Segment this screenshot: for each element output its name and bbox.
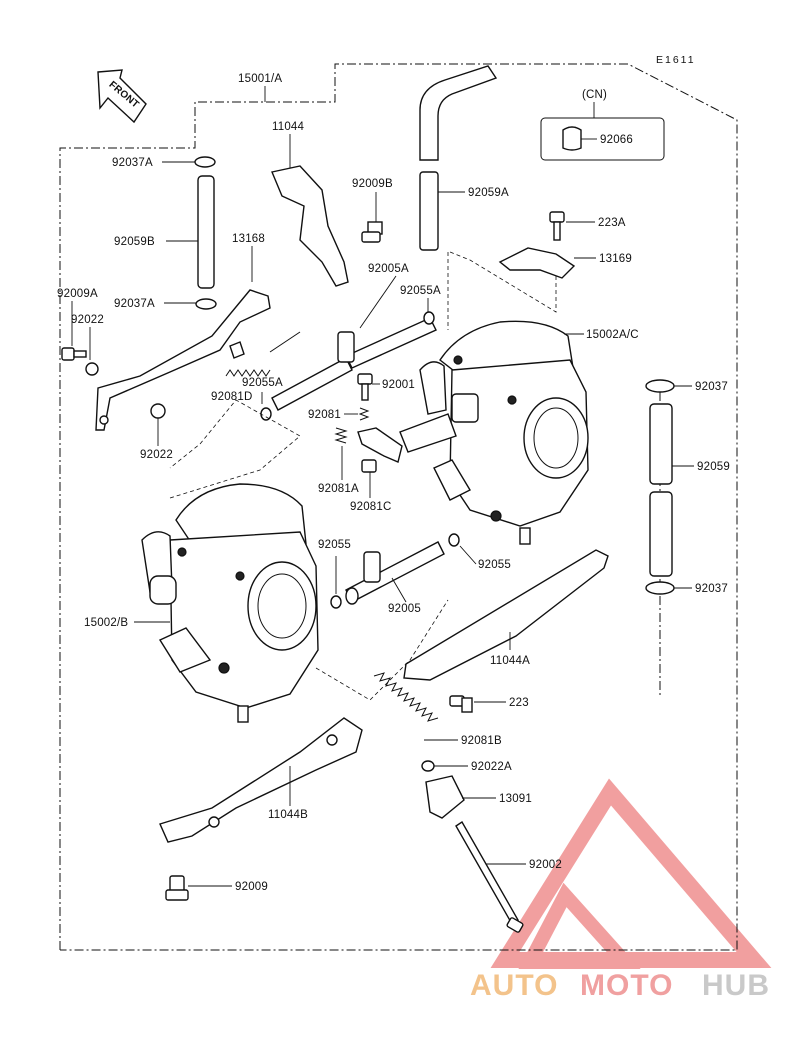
- label-92022-top: 92022: [71, 314, 104, 326]
- bracket-13169-icon: [498, 247, 576, 279]
- oring-92055-right-icon: [448, 533, 460, 547]
- screw-92002-icon: [455, 821, 524, 933]
- carburetor-left-15002B-icon: [141, 483, 319, 723]
- label-13168: 13168: [232, 233, 265, 245]
- label-92009: 92009: [235, 881, 268, 893]
- watermark-hub: HUB: [702, 969, 770, 1002]
- assembly-frame: [59, 63, 738, 951]
- label-92055A-mid: 92055A: [242, 377, 283, 389]
- screw-92009B-icon: [361, 221, 383, 243]
- screw-223A-icon: [549, 211, 565, 241]
- label-92037A-top: 92037A: [112, 157, 153, 169]
- label-92037A-mid: 92037A: [114, 298, 155, 310]
- label-92059B: 92059B: [114, 236, 155, 248]
- group-label-cn: (CN): [582, 89, 607, 101]
- front-arrow-icon: FRONT: [97, 69, 147, 124]
- bracket-11044-icon: [271, 165, 349, 287]
- oring-92055A-mid-icon: [260, 407, 272, 421]
- label-92066: 92066: [600, 134, 633, 146]
- fuel-pipe-92005A-icon: [271, 317, 437, 411]
- adjuster-plate-icon: [357, 427, 403, 463]
- label-92081C: 92081C: [350, 501, 391, 513]
- spring-92081A-icon: [334, 427, 348, 444]
- label-92005: 92005: [388, 603, 421, 615]
- clip-92037A-top-icon: [194, 156, 216, 168]
- spring-92081-icon: [358, 407, 370, 421]
- spring-92081B-icon: [373, 672, 439, 722]
- label-15002AC: 15002A/C: [586, 329, 639, 341]
- label-13091: 13091: [499, 793, 532, 805]
- label-92059: 92059: [697, 461, 730, 473]
- bolt-92009A-icon: [61, 347, 87, 361]
- screw-92081C-icon: [361, 459, 377, 473]
- label-15002B: 15002/B: [84, 617, 128, 629]
- screw-223-icon: [449, 695, 473, 713]
- washer-92022A-icon: [421, 760, 435, 772]
- label-92009A: 92009A: [57, 288, 98, 300]
- label-92055-left: 92055: [318, 539, 351, 551]
- carburetor-right-15002AC-icon: [399, 320, 589, 545]
- oring-92055-left-icon: [330, 595, 342, 609]
- watermark-moto: MOTO: [580, 969, 673, 1002]
- clip-92037-icon: [645, 379, 675, 393]
- label-223: 223: [509, 697, 529, 709]
- label-223A: 223A: [598, 217, 626, 229]
- label-92001: 92001: [382, 379, 415, 391]
- watermark-logo-icon: [490, 778, 772, 969]
- fuel-pipe-92005-icon: [345, 541, 445, 605]
- holder-13091-icon: [425, 775, 465, 819]
- clip-92037-low-icon: [645, 581, 675, 595]
- label-92037-low: 92037: [695, 583, 728, 595]
- cap-92066-icon: [562, 126, 582, 151]
- label-92005A: 92005A: [368, 263, 409, 275]
- bracket-11044A-icon: [403, 549, 609, 681]
- label-13169: 13169: [599, 253, 632, 265]
- throttle-link-13168-icon: [95, 289, 271, 431]
- diagram-code: E1611: [656, 54, 696, 66]
- label-92081: 92081: [308, 409, 341, 421]
- label-92081B: 92081B: [461, 735, 502, 747]
- spring-92081D-icon: [225, 331, 301, 377]
- hose-92059B-icon: [197, 175, 215, 289]
- label-92022-mid: 92022: [140, 449, 173, 461]
- oring-92055A-top-icon: [423, 311, 435, 325]
- washer-92022-mid-icon: [150, 403, 166, 419]
- label-92059A: 92059A: [468, 187, 509, 199]
- watermark-text: AUTO MOTO HUB: [470, 969, 770, 1002]
- label-11044: 11044: [272, 121, 305, 133]
- hose-92059-lower-icon: [649, 491, 673, 577]
- label-92022A: 92022A: [471, 761, 512, 773]
- label-92037: 92037: [695, 381, 728, 393]
- label-11044B: 11044B: [268, 809, 308, 821]
- label-92002: 92002: [529, 859, 562, 871]
- watermark-auto: AUTO: [470, 969, 558, 1002]
- label-92009B: 92009B: [352, 178, 393, 190]
- label-92055-right: 92055: [478, 559, 511, 571]
- label-15001A: 15001/A: [238, 73, 282, 85]
- hose-92059-upper-icon: [649, 403, 673, 485]
- washer-92022-top-icon: [85, 362, 99, 376]
- label-92081A: 92081A: [318, 483, 359, 495]
- label-11044A: 11044A: [490, 655, 530, 667]
- vent-hose-top-icon: [419, 65, 498, 251]
- screw-92009-icon: [165, 875, 189, 901]
- plate-11044B-icon: [159, 717, 363, 843]
- label-92081D: 92081D: [211, 391, 252, 403]
- screw-92001-icon: [357, 373, 373, 401]
- cn-group-box: [540, 117, 665, 161]
- clip-92037A-mid-icon: [195, 298, 217, 310]
- label-92055A-top: 92055A: [400, 285, 441, 297]
